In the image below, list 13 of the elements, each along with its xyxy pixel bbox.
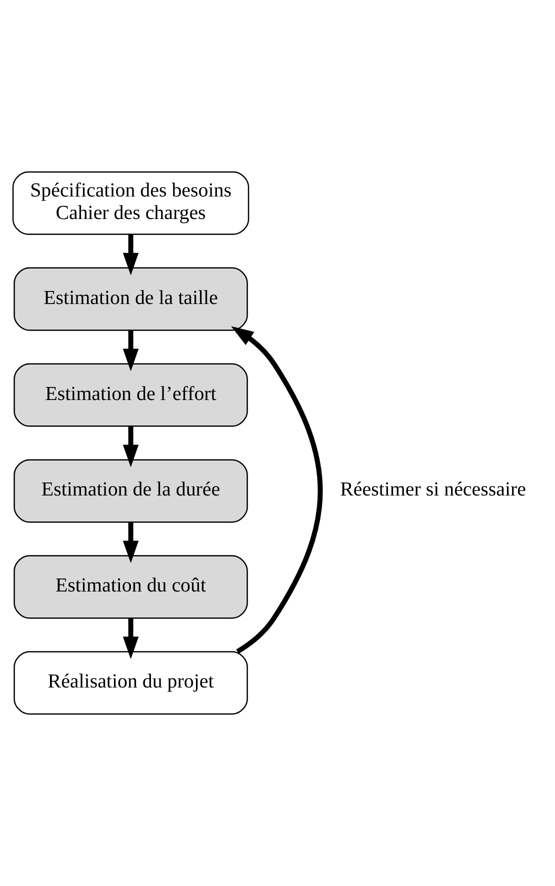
arrow <box>122 522 139 564</box>
arrow <box>122 426 139 468</box>
arrow <box>122 234 139 276</box>
node-box: Spécification des besoins Cahier des charges <box>12 171 250 235</box>
arrow <box>122 618 139 660</box>
arrow <box>122 330 139 372</box>
node-box: Estimation de la durée <box>14 459 248 523</box>
node-box: Estimation de l’effort <box>14 363 248 427</box>
arrow <box>231 326 323 654</box>
node-box: Estimation de la taille <box>14 267 248 331</box>
node-box: Réalisation du projet <box>14 651 248 715</box>
node-box: Estimation du coût <box>14 555 248 619</box>
edge-label: Réestimer si nécessaire <box>340 478 526 501</box>
